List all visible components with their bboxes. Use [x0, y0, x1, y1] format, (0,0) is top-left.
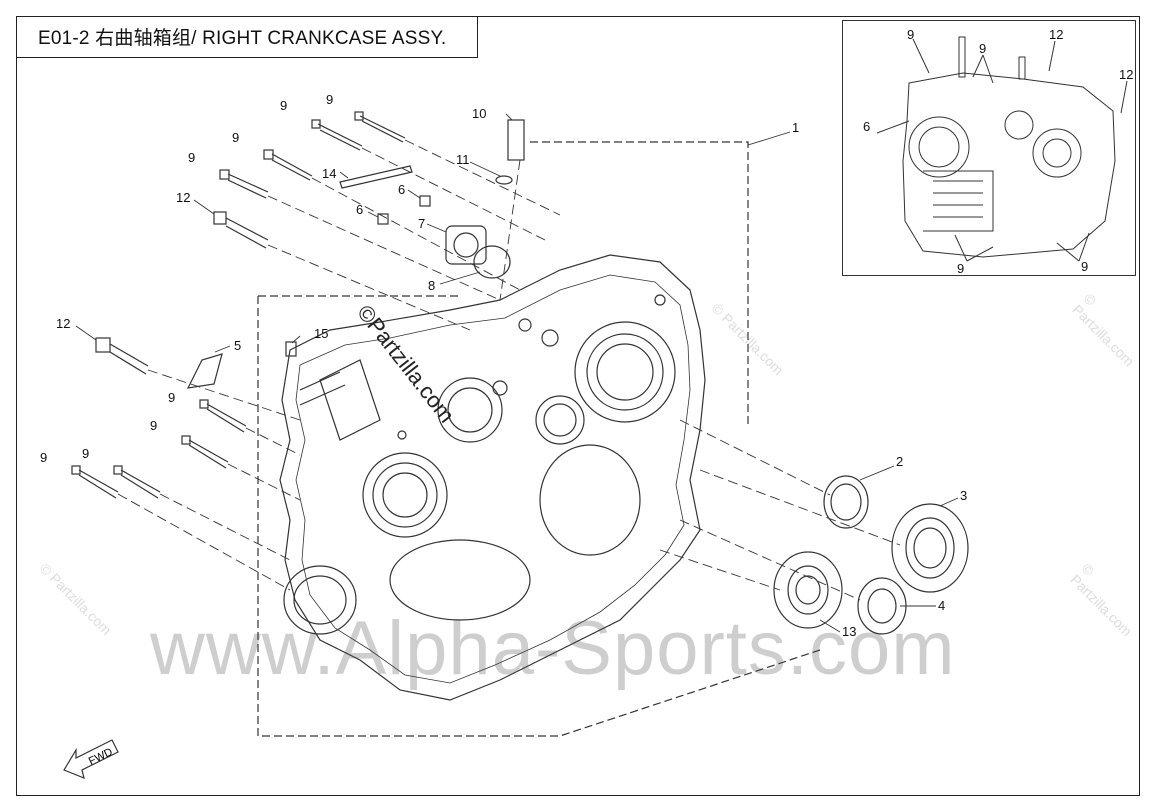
o-ring-8 [473, 245, 511, 279]
callout-9b: 9 [280, 98, 287, 113]
bearing-3 [891, 503, 969, 593]
callout-12b: 12 [56, 316, 70, 331]
callout-9f: 9 [150, 418, 157, 433]
callout-3: 3 [960, 488, 967, 503]
bolt-9-top-2 [311, 119, 363, 151]
bolt-9-lower-3 [113, 465, 161, 499]
callout-9c: 9 [232, 130, 239, 145]
callout-11: 11 [456, 152, 470, 167]
callout-9g: 9 [82, 446, 89, 461]
bolt-12-left [95, 337, 149, 375]
callout-9d: 9 [188, 150, 195, 165]
plate-14 [339, 165, 413, 189]
inset-assembled-view: 9 9 9 9 12 12 6 [842, 20, 1136, 276]
inset-callout-12b: 12 [1119, 67, 1133, 82]
drawing-frame [16, 16, 1140, 796]
alpha-sports-watermark: www.Alpha-Sports.com [150, 606, 956, 691]
callout-4: 4 [938, 598, 945, 613]
bolt-9-lower-4 [71, 465, 119, 499]
callout-9a: 9 [326, 92, 333, 107]
bracket-5 [186, 353, 223, 389]
group-box-upper [530, 141, 749, 425]
diagram-title: E01-2 右曲轴箱组/ RIGHT CRANKCASE ASSY. [16, 16, 478, 58]
callout-10: 10 [472, 106, 486, 121]
fwd-arrow-icon: FWD [60, 730, 130, 785]
callout-5: 5 [234, 338, 241, 353]
bolt-9-top-1 [354, 111, 406, 143]
inset-callout-9b: 9 [979, 41, 986, 56]
callout-12a: 12 [176, 190, 190, 205]
main-bore [574, 321, 676, 423]
bearing-13 [773, 551, 843, 629]
callout-2: 2 [896, 454, 903, 469]
inset-callout-12a: 12 [1049, 27, 1063, 42]
fwd-label: FWD [87, 746, 115, 768]
bolt-9-lower-1 [199, 399, 247, 433]
callout-9h: 9 [40, 450, 47, 465]
housing-7 [445, 225, 487, 265]
bolt-12-top [213, 211, 269, 249]
callout-13: 13 [842, 624, 856, 639]
inset-callout-9d: 9 [1081, 259, 1088, 274]
callout-14: 14 [322, 166, 336, 181]
washer-11 [495, 175, 513, 185]
callout-6a: 6 [398, 182, 405, 197]
seal-2 [823, 475, 869, 529]
inset-callout-9c: 9 [957, 261, 964, 276]
crank-bore [362, 452, 448, 538]
inset-callout-9a: 9 [907, 27, 914, 42]
callout-7: 7 [418, 216, 425, 231]
bolt-9-mid [263, 149, 313, 181]
bolt-9-lower-2 [181, 435, 229, 469]
bolt-9-left [219, 169, 269, 199]
group-box-lower [257, 296, 821, 737]
crankcase-body [279, 254, 706, 701]
callout-9e: 9 [168, 390, 175, 405]
callout-1: 1 [792, 120, 799, 135]
callout-6b: 6 [356, 202, 363, 217]
callout-15: 15 [314, 326, 328, 341]
sensor-10 [507, 119, 525, 161]
callout-8: 8 [428, 278, 435, 293]
inset-callout-6: 6 [863, 119, 870, 134]
